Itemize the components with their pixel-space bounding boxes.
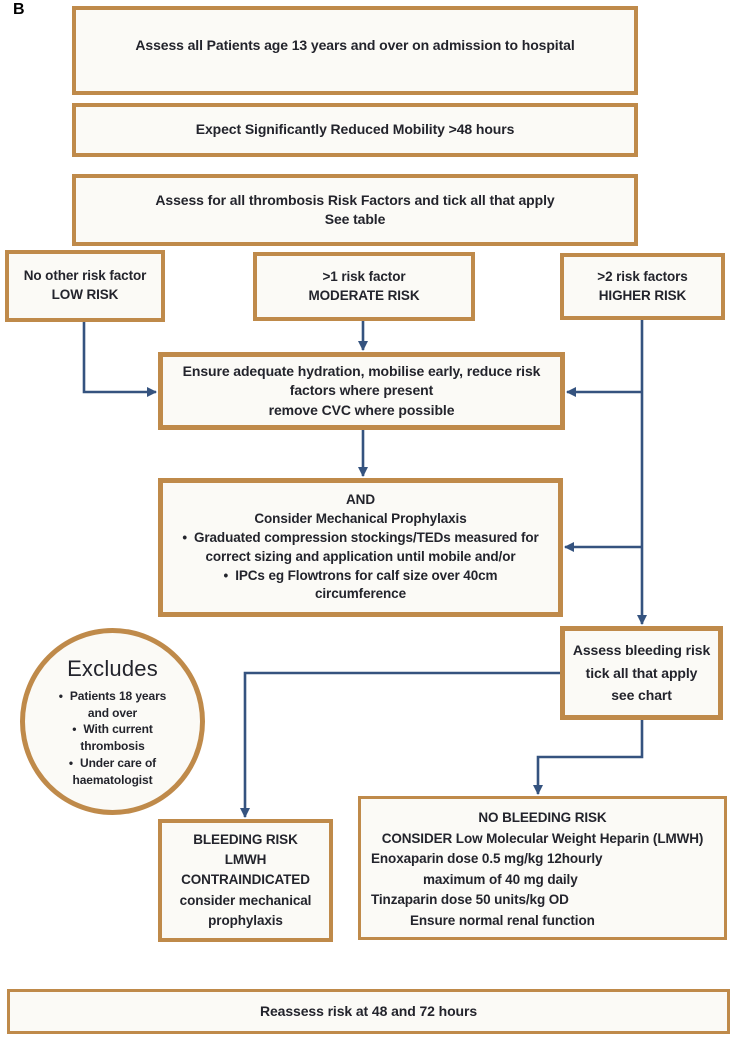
node-text: >2 risk factors	[597, 268, 688, 284]
node-bleeding-risk-contraindicated: BLEEDING RISK LMWH CONTRAINDICATED consi…	[158, 819, 333, 942]
excludes-title: Excludes	[67, 656, 158, 682]
node-excludes-circle: Excludes •Patients 18 years and over •Wi…	[20, 628, 205, 815]
node-text: CONTRAINDICATED	[181, 872, 310, 888]
bullet-text: Under care of haematologist	[72, 755, 157, 787]
node-assess-all-patients: Assess all Patients age 13 years and ove…	[72, 6, 638, 95]
node-text: Tinzaparin dose 50 units/kg OD	[371, 892, 569, 908]
bullet-icon: •	[68, 755, 74, 770]
node-text: Reassess risk at 48 and 72 hours	[259, 1002, 478, 1019]
node-text: Assess for all thrombosis Risk Factors a…	[155, 191, 555, 208]
node-text: Enoxaparin dose 0.5 mg/kg 12hourly	[371, 851, 603, 867]
node-heading: AND	[346, 492, 375, 508]
list-item: •Under care of haematologist	[47, 755, 178, 789]
bullet-text: Graduated compression stockings/TEDs mea…	[193, 530, 539, 564]
node-text: see chart	[611, 687, 672, 704]
bullet-icon: •	[223, 567, 229, 583]
node-hydration-measures: Ensure adequate hydration, mobilise earl…	[158, 352, 565, 430]
node-higher-risk: >2 risk factors HIGHER RISK	[560, 253, 725, 320]
mechanical-bullet-list: • Graduated compression stockings/TEDs me…	[163, 529, 558, 604]
list-item: • Patients 18 years and over	[47, 688, 178, 722]
figure-label: B	[13, 1, 25, 18]
edge-assess-bleeding-to-no-bleeding	[533, 720, 644, 795]
node-text: CONSIDER Low Molecular Weight Heparin (L…	[381, 830, 704, 846]
node-moderate-risk: >1 risk factor MODERATE RISK	[253, 252, 475, 321]
node-mechanical-prophylaxis: AND Consider Mechanical Prophylaxis • Gra…	[158, 478, 563, 617]
bullet-text: With current thrombosis	[80, 722, 153, 754]
node-text: LOW RISK	[51, 287, 119, 302]
node-text: factors where present	[289, 382, 434, 399]
node-no-bleeding-risk-lmwh: NO BLEEDING RISK CONSIDER Low Molecular …	[358, 796, 727, 940]
node-text: BLEEDING RISK	[193, 831, 298, 847]
node-text: Ensure adequate hydration, mobilise earl…	[182, 363, 541, 380]
bullet-icon: •	[182, 530, 187, 546]
node-risk-factors: Assess for all thrombosis Risk Factors a…	[72, 174, 638, 246]
list-item: •With current thrombosis	[47, 721, 178, 755]
node-text: Assess bleeding risk	[572, 642, 711, 659]
bullet-text: IPCs eg Flowtrons for calf size over 40c…	[235, 567, 498, 602]
node-text: remove CVC where possible	[268, 401, 455, 418]
bullet-icon: •	[72, 722, 77, 737]
node-text: tick all that apply	[585, 664, 698, 681]
node-assess-bleeding-risk: Assess bleeding risk tick all that apply…	[560, 626, 723, 720]
node-low-risk: No other risk factor LOW RISK	[5, 250, 165, 322]
node-text: Ensure normal renal function	[410, 912, 595, 928]
list-item: • IPCs eg Flowtrons for calf size over 40…	[177, 567, 544, 604]
node-text: HIGHER RISK	[598, 287, 687, 303]
node-text: MODERATE RISK	[308, 287, 420, 303]
node-text: LMWH	[224, 852, 267, 868]
node-text: Assess all Patients age 13 years and ove…	[135, 37, 575, 53]
node-reassess-risk: Reassess risk at 48 and 72 hours	[7, 989, 730, 1034]
node-text: consider mechanical prophylaxis	[179, 892, 312, 928]
node-subheading: Consider Mechanical Prophylaxis	[254, 510, 467, 526]
bullet-icon: •	[58, 688, 63, 703]
excludes-bullet-list: •Patients 18 years and over •With curren…	[45, 688, 180, 789]
list-item: • Graduated compression stockings/TEDs me…	[177, 529, 544, 566]
node-text: Expect Significantly Reduced Mobility >4…	[195, 121, 515, 138]
edge-low-to-hydration	[82, 322, 157, 397]
bullet-text: Patients 18 years and over	[69, 688, 167, 720]
node-text: maximum of 40 mg daily	[423, 871, 578, 887]
edge-assess-bleeding-to-bleeding-risk	[240, 671, 560, 818]
node-text: See table	[324, 211, 386, 227]
node-reduced-mobility: Expect Significantly Reduced Mobility >4…	[72, 103, 638, 157]
node-text: NO BLEEDING RISK	[478, 810, 607, 825]
node-text: No other risk factor	[23, 268, 147, 284]
node-text: >1 risk factor	[322, 268, 406, 284]
